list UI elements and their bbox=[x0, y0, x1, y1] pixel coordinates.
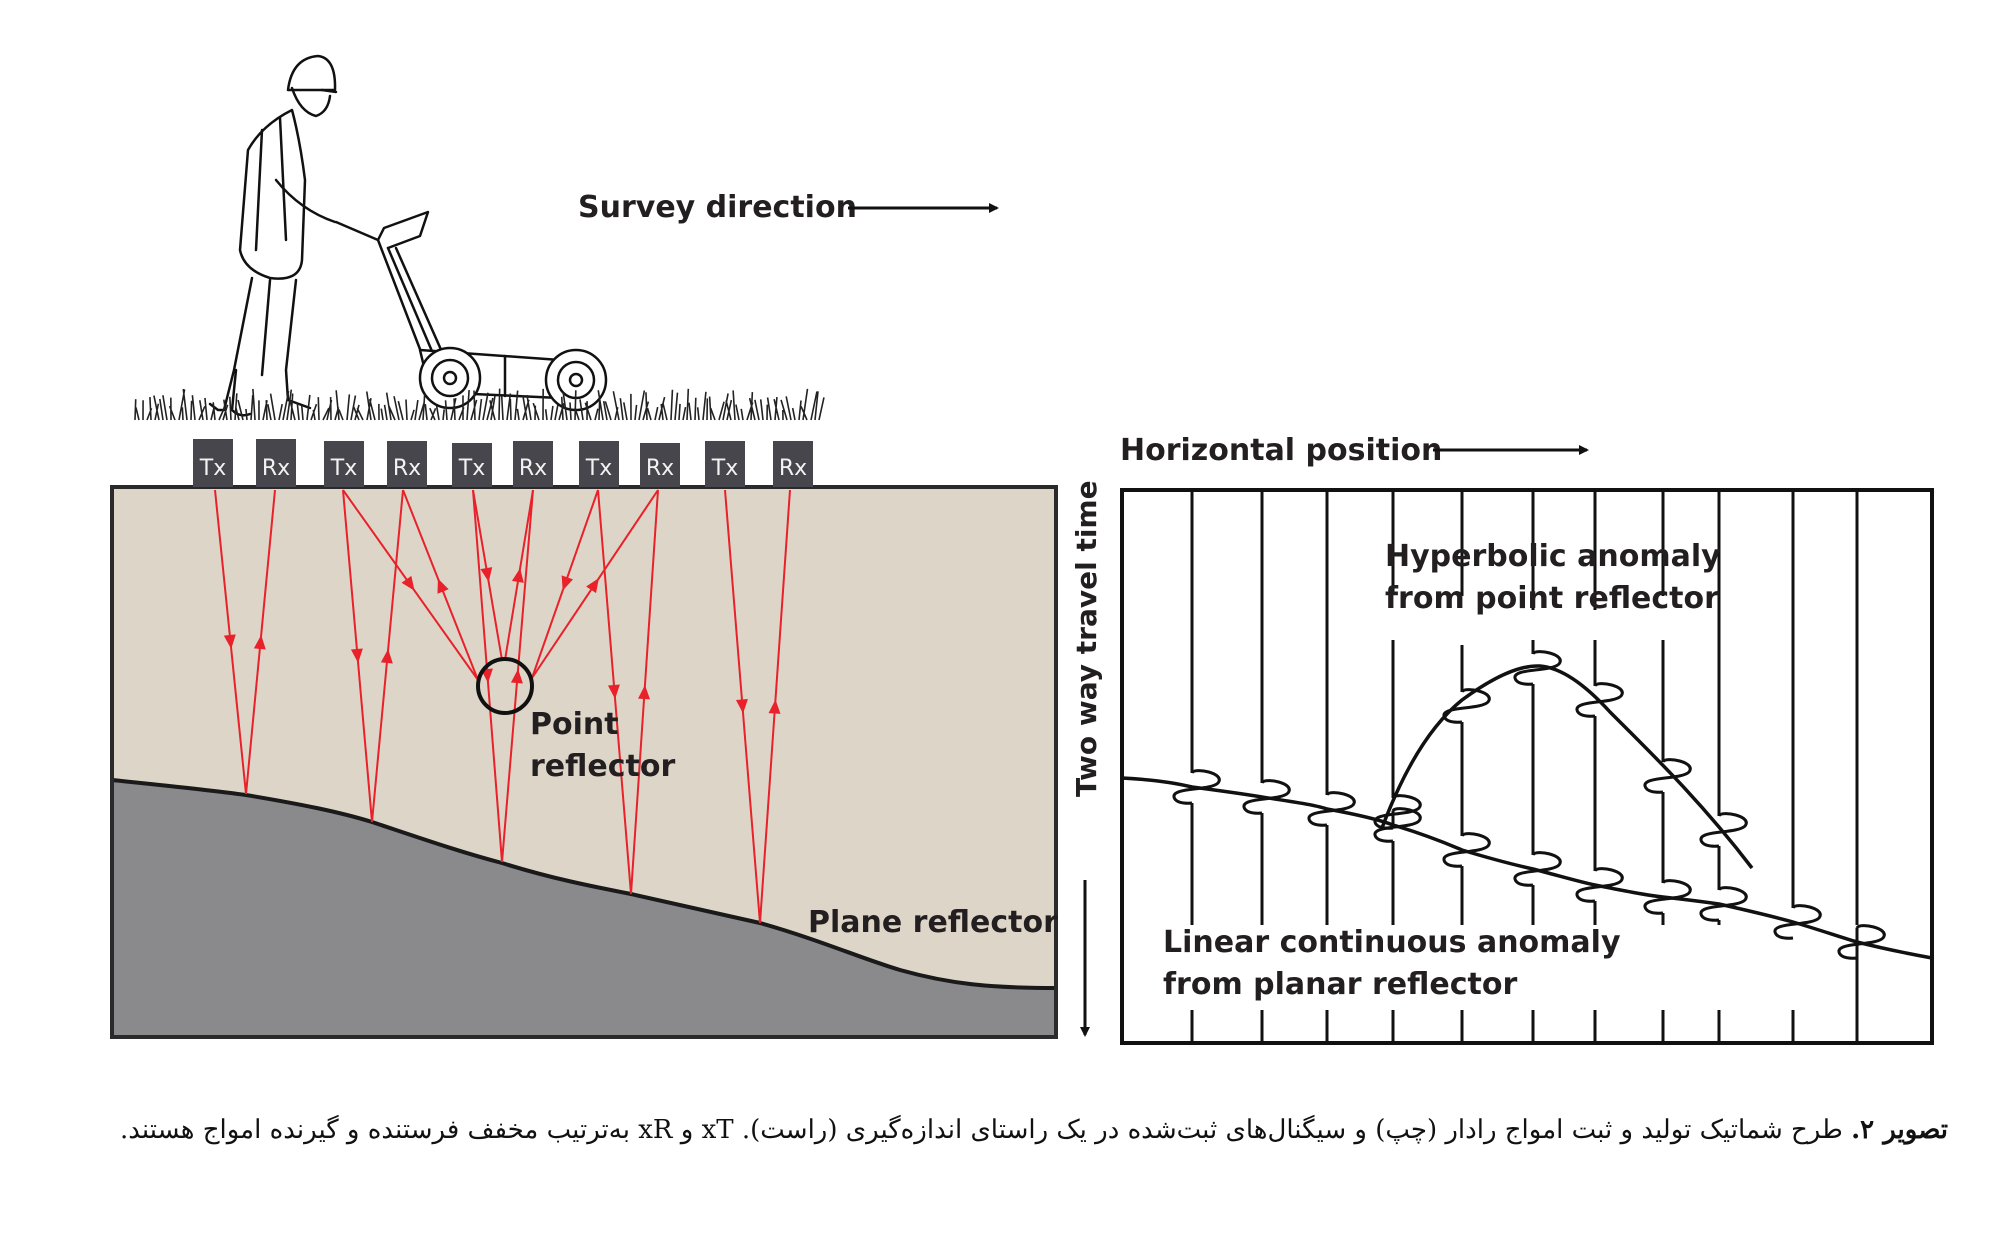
antenna-label: Tx bbox=[458, 456, 485, 481]
antenna-label: Rx bbox=[393, 456, 421, 481]
receiver-antenna: Rx bbox=[640, 443, 680, 487]
radargram-panel: Hyperbolic anomaly from point reflector … bbox=[1122, 490, 1932, 1043]
helmet-icon bbox=[288, 56, 335, 90]
antenna-label: Rx bbox=[519, 456, 547, 481]
point-reflector-label: Point bbox=[530, 707, 619, 742]
receiver-antenna: Rx bbox=[387, 441, 427, 487]
receiver-antenna: Rx bbox=[513, 441, 553, 487]
linear-anomaly-label: Linear continuous anomaly bbox=[1163, 925, 1621, 960]
figure-caption: تصویر ۲. طرح شماتیک تولید و ثبت امواج را… bbox=[106, 1108, 1948, 1152]
survey-direction-label: Survey direction bbox=[578, 190, 857, 225]
antenna-label: Tx bbox=[330, 456, 357, 481]
caption-title: تصویر ۲. bbox=[1851, 1115, 1948, 1145]
hyperbolic-anomaly-label: Hyperbolic anomaly bbox=[1385, 539, 1721, 574]
plane-reflector-label: Plane reflector bbox=[808, 905, 1058, 940]
wheel-icon bbox=[420, 348, 480, 408]
receiver-antenna: Rx bbox=[773, 441, 813, 487]
two-way-travel-time-label: Two way travel time bbox=[1070, 480, 1103, 797]
point-reflector-label-line2: reflector bbox=[530, 749, 675, 784]
operator-illustration bbox=[210, 56, 606, 415]
hyperbolic-anomaly-label-line2: from point reflector bbox=[1385, 581, 1719, 616]
horizontal-position-label: Horizontal position bbox=[1120, 433, 1442, 468]
antenna-label: Rx bbox=[262, 456, 290, 481]
antenna-label: Rx bbox=[646, 456, 674, 481]
caption-text: طرح شماتیک تولید و ثبت امواج رادار (چپ) … bbox=[120, 1115, 1851, 1145]
cross-section-panel: Point reflector Plane reflector Tx Rx Tx Rx… bbox=[112, 439, 1058, 1037]
antenna-label: Tx bbox=[585, 456, 612, 481]
linear-anomaly-label-line2: from planar reflector bbox=[1163, 967, 1517, 1002]
antenna-label: Tx bbox=[199, 456, 226, 481]
transmitter-antenna: Tx bbox=[452, 443, 492, 487]
antenna-label: Tx bbox=[711, 456, 738, 481]
transmitter-antenna: Tx bbox=[324, 441, 364, 487]
antenna-array: Tx Rx Tx Rx Tx Rx Tx Rx Tx Rx bbox=[193, 439, 813, 487]
receiver-antenna: Rx bbox=[256, 439, 296, 487]
transmitter-antenna: Tx bbox=[579, 441, 619, 487]
transmitter-antenna: Tx bbox=[705, 441, 745, 487]
transmitter-antenna: Tx bbox=[193, 439, 233, 487]
antenna-label: Rx bbox=[779, 456, 807, 481]
